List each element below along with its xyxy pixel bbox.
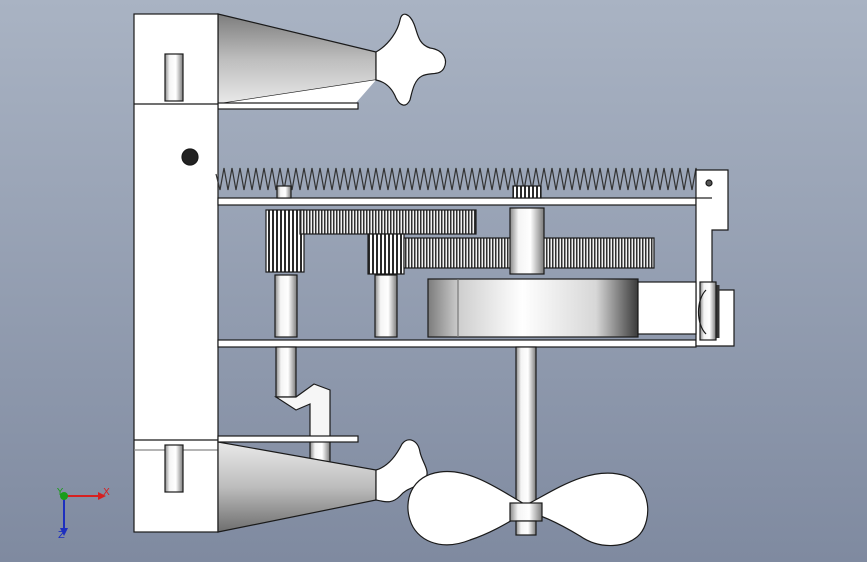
central-hub (509, 207, 545, 275)
propeller[interactable] (407, 470, 649, 547)
top-horn[interactable] (217, 13, 377, 106)
triad-x-arrow (98, 492, 106, 500)
pinion-left (265, 209, 305, 273)
spring-post[interactable] (276, 185, 292, 199)
triad-z-arrow (60, 528, 68, 536)
pinion-middle (367, 233, 405, 275)
triad-y-label: Y (57, 487, 64, 498)
crank-shaft[interactable] (273, 346, 331, 469)
top-pin (164, 53, 184, 102)
spur-gear-upper (299, 209, 477, 235)
lower-rail[interactable] (217, 339, 697, 348)
frame-block[interactable] (133, 13, 219, 533)
propeller-shaft[interactable] (515, 346, 537, 508)
top-plate[interactable] (217, 102, 359, 110)
triad-x-label: X (103, 487, 110, 498)
rear-bracket[interactable] (695, 169, 735, 347)
coordinate-triad (60, 492, 106, 536)
top-handle-knob[interactable] (375, 13, 447, 106)
triad-origin (60, 492, 68, 500)
rack-segment[interactable] (512, 185, 542, 199)
gear-train[interactable] (265, 207, 655, 275)
upper-rail[interactable] (217, 197, 697, 206)
pivot-hole (181, 148, 199, 166)
drive-drum[interactable] (427, 278, 697, 338)
bottom-pin (164, 444, 184, 493)
bottom-plate[interactable] (217, 435, 359, 443)
compression-spring[interactable] (215, 167, 705, 191)
propeller-hub (509, 502, 543, 522)
middle-gear-shaft[interactable] (374, 274, 398, 338)
left-gear-shaft[interactable] (274, 274, 298, 338)
triad-z-label: Z (58, 530, 65, 541)
